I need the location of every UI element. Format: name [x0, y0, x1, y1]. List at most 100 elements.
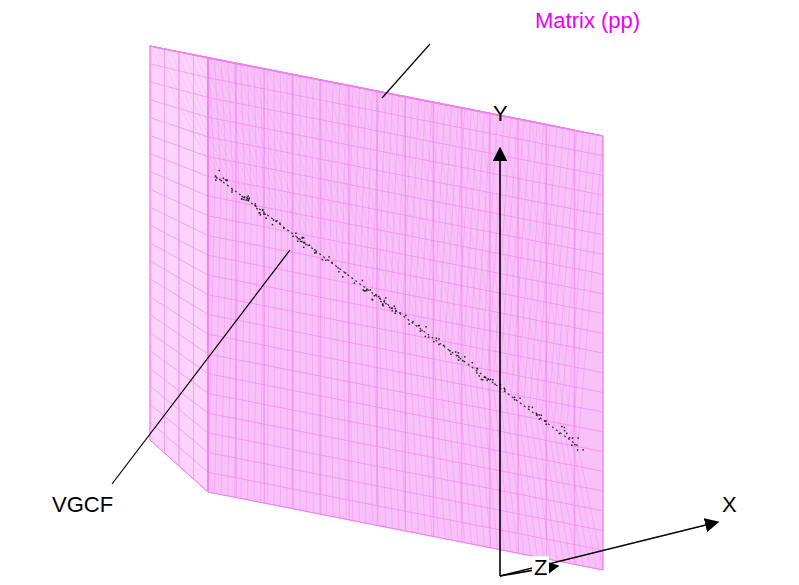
- fiber-node: [221, 180, 223, 182]
- mesh-line: [517, 119, 518, 533]
- fiber-node: [345, 272, 347, 274]
- fiber-node: [265, 218, 267, 220]
- mesh-line: [328, 81, 379, 297]
- mesh-line: [374, 90, 421, 329]
- fiber-node: [532, 407, 534, 409]
- fiber-node: [272, 224, 274, 226]
- fiber-node: [395, 308, 397, 310]
- fiber-node: [458, 356, 460, 358]
- fiber-node: [449, 350, 451, 352]
- mesh-line: [208, 58, 215, 176]
- mesh-line: [486, 112, 524, 405]
- fiber-node: [421, 330, 423, 332]
- mesh-line: [387, 93, 433, 338]
- fiber-node: [273, 219, 275, 221]
- mesh-line: [295, 75, 348, 275]
- fiber-node: [246, 197, 248, 199]
- fiber-node: [218, 170, 220, 172]
- mesh-line: [440, 103, 482, 374]
- fiber-node: [561, 426, 563, 428]
- mesh-line: [536, 415, 557, 561]
- fiber-node: [462, 360, 464, 362]
- mesh-line: [299, 239, 300, 510]
- mesh-line: [548, 424, 570, 564]
- fiber-node: [514, 397, 516, 399]
- axis-label: Y: [493, 103, 508, 125]
- fiber-node: [366, 288, 368, 290]
- mesh-line: [445, 347, 458, 541]
- mesh-line: [228, 190, 233, 496]
- mesh-line: [336, 266, 340, 518]
- fiber-node: [223, 177, 225, 179]
- mesh-line: [342, 271, 346, 520]
- fiber-node: [487, 378, 489, 380]
- mesh-line: [420, 99, 463, 360]
- fiber-node: [433, 341, 435, 343]
- fiber-node: [504, 389, 506, 391]
- fiber-node: [571, 445, 573, 447]
- mesh-line: [487, 117, 504, 379]
- fiber-node: [231, 189, 233, 191]
- mesh-line: [578, 136, 603, 446]
- fiber-node: [305, 244, 307, 246]
- mesh-line: [427, 334, 439, 538]
- mesh-line: [222, 60, 281, 225]
- mesh-line: [282, 72, 336, 266]
- fiber-node: [374, 295, 376, 297]
- mesh-line: [511, 397, 530, 556]
- fiber-node: [577, 449, 579, 451]
- mesh-line: [324, 257, 327, 515]
- mesh-line: [255, 67, 311, 248]
- mesh-line: [306, 244, 307, 512]
- mesh-line: [236, 63, 294, 235]
- fiber-node: [492, 379, 494, 381]
- mesh-line: [318, 80, 320, 252]
- mesh-line: [312, 79, 314, 248]
- mesh-line: [394, 94, 439, 342]
- mesh-line: [208, 78, 603, 156]
- mesh-line: [554, 131, 577, 428]
- fiber-node: [564, 427, 566, 429]
- mesh-line: [312, 248, 314, 513]
- fiber-node: [395, 311, 397, 313]
- mesh-line: [446, 105, 487, 379]
- fiber-node: [309, 244, 311, 246]
- mesh-line: [330, 83, 333, 262]
- mesh-line: [208, 137, 603, 215]
- mesh-line: [518, 123, 538, 401]
- mesh-line: [361, 88, 409, 320]
- mesh-line: [288, 73, 342, 270]
- fiber-node: [255, 203, 256, 205]
- mesh-line: [530, 126, 551, 410]
- fiber-node: [245, 199, 247, 201]
- mesh-line: [209, 58, 269, 217]
- fiber-node: [243, 199, 245, 201]
- fiber-node: [457, 355, 459, 357]
- fiber-node: [283, 227, 285, 229]
- mesh-line: [208, 216, 603, 294]
- fiber-node: [382, 303, 384, 305]
- fiber-node: [384, 300, 386, 302]
- mesh-line: [572, 135, 596, 442]
- fiber-node: [569, 437, 571, 439]
- mesh-line: [439, 343, 452, 541]
- mesh-line: [321, 80, 372, 293]
- fiber-node: [301, 241, 303, 243]
- mesh-line: [566, 133, 590, 437]
- mesh-line: [190, 54, 252, 203]
- fiber-node: [412, 321, 414, 323]
- mesh-line: [463, 361, 478, 546]
- fiber-node: [314, 249, 316, 251]
- fiber-node: [366, 290, 368, 292]
- mesh-line: [287, 230, 289, 508]
- mesh-line: [453, 106, 493, 383]
- fiber-node: [389, 307, 391, 309]
- fiber-node: [428, 336, 430, 338]
- fiber-node: [279, 222, 281, 224]
- fiber-node: [264, 213, 266, 215]
- fiber-node: [216, 177, 218, 179]
- fiber-node: [528, 406, 530, 408]
- mesh-line: [228, 62, 233, 190]
